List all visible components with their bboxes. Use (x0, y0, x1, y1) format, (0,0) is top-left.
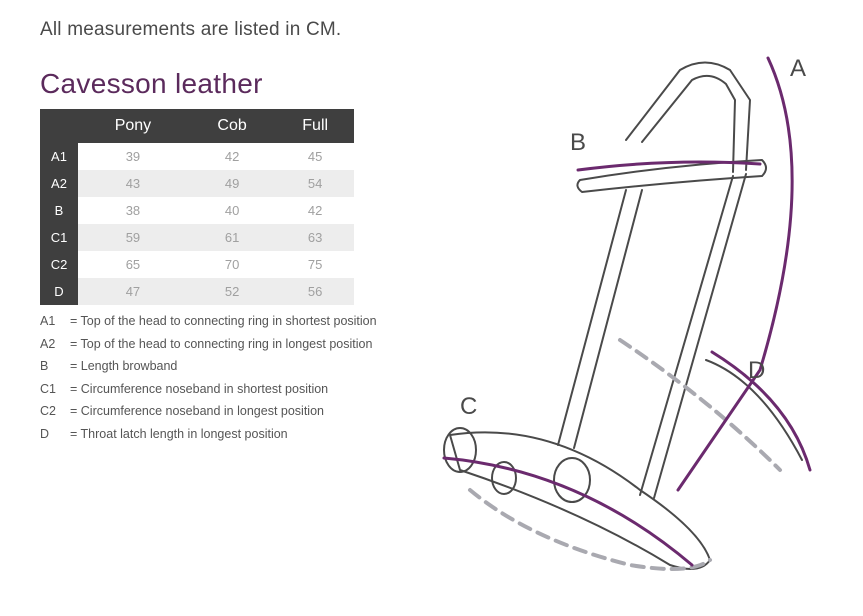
table-header-pony: Pony (78, 109, 188, 143)
table-cell: 61 (187, 224, 277, 251)
center-ring (553, 457, 591, 503)
table-header-full: Full (276, 109, 354, 143)
left-cheek-inner (573, 189, 643, 449)
left-cheek-outer (557, 189, 627, 446)
table-cell: 52 (187, 278, 277, 305)
table-header-corner (40, 109, 78, 143)
throatlatch-strap (705, 359, 803, 461)
row-label: B (40, 197, 78, 224)
bridle-diagram: A B C D (442, 55, 812, 571)
legend-text: = Circumference noseband in longest posi… (70, 404, 324, 418)
label-c: C (460, 393, 477, 420)
measure-line-b (576, 160, 762, 172)
crownpiece-outline (625, 61, 751, 171)
row-label: A2 (40, 170, 78, 197)
legend-code: B (40, 359, 49, 373)
legend-item: B = Length browband (40, 355, 377, 378)
table-row: C1 59 61 63 (40, 224, 354, 251)
label-b: B (570, 129, 586, 156)
measurement-note: All measurements are listed in CM. (40, 19, 342, 40)
table-cell: 63 (276, 224, 354, 251)
legend-code: A2 (40, 336, 56, 351)
crownpiece-inner (641, 74, 736, 173)
legend-code: C2 (40, 404, 56, 418)
row-label: C1 (40, 224, 78, 251)
legend-code: A1 (40, 314, 56, 328)
row-label: A1 (40, 143, 78, 170)
table-cell: 42 (307, 203, 323, 218)
legend-text: = Circumference noseband in shortest pos… (70, 381, 329, 396)
label-d: D (748, 357, 765, 384)
label-a: A (790, 55, 806, 82)
legend-item: A2 = Top of the head to connecting ring i… (40, 333, 377, 356)
table-cell: 39 (125, 149, 141, 164)
right-cheek-inner (653, 173, 747, 499)
table-header-row: Pony Cob Full (40, 109, 354, 143)
noseband-longest-dashed (468, 488, 712, 571)
browband-shape (576, 159, 767, 193)
left-ring (443, 427, 477, 473)
legend-item: D = Throat latch length in longest positi… (40, 423, 377, 446)
table-cell: 54 (276, 170, 354, 197)
legend-item: C2 = Circumference noseband in longest po… (40, 400, 377, 423)
row-label: C2 (40, 251, 78, 278)
right-cheek-outer (639, 175, 734, 496)
measure-line-d (710, 350, 812, 472)
table-header-cob: Cob (187, 109, 277, 143)
table-row: D 47 52 56 (40, 278, 354, 305)
table-cell: 56 (276, 278, 354, 305)
legend-text: = Throat latch length in longest positio… (70, 426, 288, 441)
back-ring (491, 461, 517, 495)
legend-text: = Top of the head to connecting ring in … (70, 314, 377, 328)
measure-line-a (676, 56, 794, 492)
table-cell: 40 (224, 203, 240, 218)
row-label: D (40, 278, 78, 305)
size-table: Pony Cob Full A1 39 42 45 A2 43 49 54 B … (40, 109, 354, 305)
table-cell: 70 (224, 257, 240, 272)
legend-text: = Top of the head to connecting ring in … (70, 336, 373, 351)
table-cell: 49 (187, 170, 277, 197)
table-cell: 43 (78, 170, 188, 197)
table-row: B 38 40 42 (40, 197, 354, 224)
page-title: Cavesson leather (40, 68, 263, 99)
table-row: C2 65 70 75 (40, 251, 354, 278)
legend-text: = Length browband (70, 359, 178, 373)
legend-code: D (40, 426, 50, 441)
table-cell: 38 (125, 203, 141, 218)
throatlatch-longest-dashed (618, 338, 782, 472)
legend-item: A1 = Top of the head to connecting ring i… (40, 310, 377, 333)
table-row: A1 39 42 45 (40, 143, 354, 170)
table-cell: 45 (307, 149, 323, 164)
measurement-legend: A1 = Top of the head to connecting ring i… (40, 310, 377, 445)
legend-code: C1 (40, 381, 56, 396)
table-row: A2 43 49 54 (40, 170, 354, 197)
table-cell: 47 (78, 278, 188, 305)
table-cell: 42 (224, 149, 240, 164)
measure-line-c (442, 456, 694, 567)
table-cell: 75 (307, 257, 323, 272)
table-cell: 59 (78, 224, 188, 251)
table-cell: 65 (125, 257, 141, 272)
legend-item: C1 = Circumference noseband in shortest p… (40, 378, 377, 401)
